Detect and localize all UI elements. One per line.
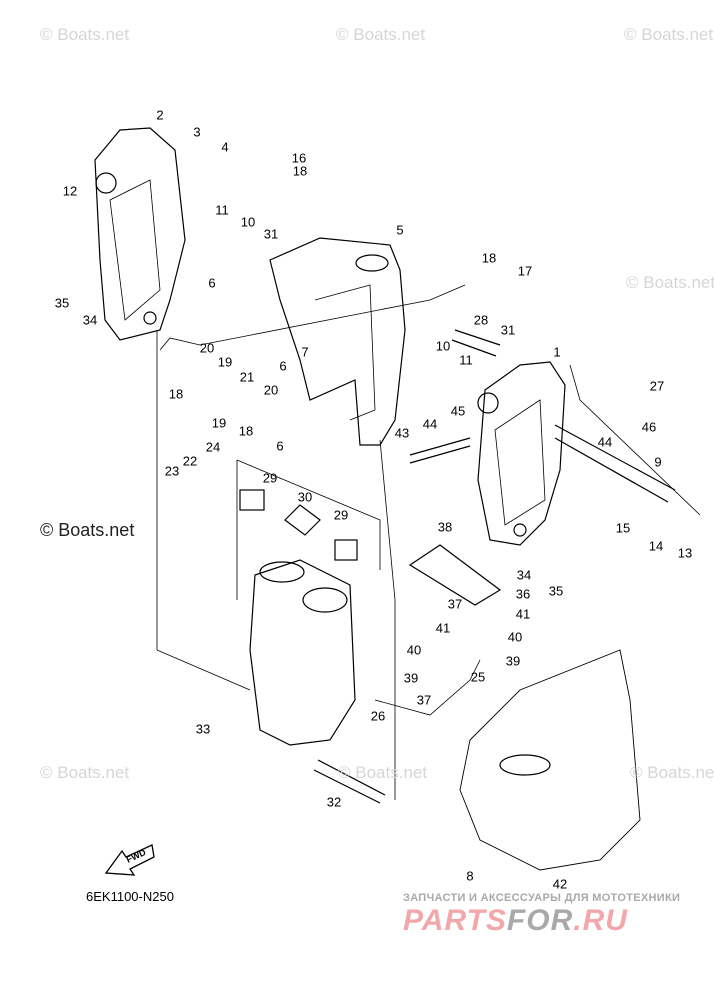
part-callout-18[interactable]: 18 [168,386,184,402]
part-callout-33[interactable]: 33 [195,721,211,737]
part-callout-27[interactable]: 27 [649,378,665,394]
part-callout-18[interactable]: 18 [481,250,497,266]
part-callout-44[interactable]: 44 [597,434,613,450]
part-callout-13[interactable]: 13 [677,545,693,561]
pin-28 [451,329,501,357]
part-callout-31[interactable]: 31 [500,322,516,338]
logo-text: .RU [573,904,628,937]
shaft-9 [554,424,676,503]
watermark: © Boats.net [40,520,135,540]
part-callout-6[interactable]: 6 [208,275,216,291]
watermark: © Boats.net [626,273,714,292]
part-callout-40[interactable]: 40 [507,629,523,645]
part-callout-37[interactable]: 37 [416,692,432,708]
part-callout-6[interactable]: 6 [276,438,284,454]
logo-text: FOR [506,904,574,937]
part-callout-10[interactable]: 10 [240,214,256,230]
part-callout-30[interactable]: 30 [297,489,313,505]
part-callout-4[interactable]: 4 [221,139,229,155]
part-callout-15[interactable]: 15 [615,520,631,536]
part-callout-28[interactable]: 28 [473,312,489,328]
watermark: © Boats.net [40,763,130,782]
part-callout-39[interactable]: 39 [505,653,521,669]
part-callout-26[interactable]: 26 [370,708,386,724]
part-callout-22[interactable]: 22 [182,453,198,469]
part-callout-7[interactable]: 7 [301,344,309,360]
part-callout-1[interactable]: 1 [553,344,561,360]
diagram-code: 6EK1100-N250 [86,889,174,904]
part-callout-21[interactable]: 21 [239,369,255,385]
part-callout-29[interactable]: 29 [333,507,349,523]
part-callout-44[interactable]: 44 [422,416,438,432]
part-callout-46[interactable]: 46 [641,419,657,435]
part-callout-42[interactable]: 42 [552,876,568,892]
watermark: © Boats.net [336,25,426,44]
swivel-bracket [269,237,406,446]
part-callout-6[interactable]: 6 [279,358,287,374]
part-callout-41[interactable]: 41 [435,620,451,636]
part-callout-5[interactable]: 5 [396,222,404,238]
plate-38 [408,544,502,606]
part-callout-23[interactable]: 23 [164,463,180,479]
part-callout-20[interactable]: 20 [199,340,215,356]
part-callout-25[interactable]: 25 [470,669,486,685]
lower-unit [459,649,641,871]
part-callout-3[interactable]: 3 [193,124,201,140]
part-callout-17[interactable]: 17 [517,263,533,279]
part-callout-16[interactable]: 16 [291,150,307,166]
part-callout-29[interactable]: 29 [262,470,278,486]
part-callout-38[interactable]: 38 [437,519,453,535]
bolt-43 [409,437,471,464]
part-callout-19[interactable]: 19 [211,415,227,431]
part-callout-40[interactable]: 40 [406,642,422,658]
watermark: © Boats.net [630,763,714,782]
brand-logo[interactable]: PARTSFOR.RU [403,904,628,938]
part-callout-2[interactable]: 2 [156,107,164,123]
part-callout-11[interactable]: 11 [459,352,473,368]
part-callout-19[interactable]: 19 [217,354,233,370]
clamp-bracket-left [94,127,186,341]
part-callout-45[interactable]: 45 [450,403,466,419]
part-callout-10[interactable]: 10 [435,338,451,354]
part-callout-35[interactable]: 35 [54,295,70,311]
part-callout-37[interactable]: 37 [447,596,463,612]
logo-text: PARTS [403,904,507,937]
fwd-arrow-icon: FWD [104,843,156,882]
part-callout-34[interactable]: 34 [82,312,98,328]
part-callout-36[interactable]: 36 [515,586,531,602]
part-callout-12[interactable]: 12 [62,183,78,199]
part-callout-39[interactable]: 39 [403,670,419,686]
part-callout-9[interactable]: 9 [654,454,662,470]
part-callout-18[interactable]: 18 [238,423,254,439]
pin-32 [313,759,386,804]
part-callout-14[interactable]: 14 [648,538,664,554]
clamp-bracket-right [477,361,566,546]
part-callout-31[interactable]: 31 [263,226,279,242]
part-callout-11[interactable]: 11 [215,202,229,218]
part-callout-18[interactable]: 18 [292,163,308,179]
power-trim-tilt-unit [249,559,356,746]
part-callout-8[interactable]: 8 [466,868,474,884]
part-callout-32[interactable]: 32 [326,794,342,810]
part-callout-35[interactable]: 35 [548,583,564,599]
part-callout-34[interactable]: 34 [516,567,532,583]
part-callout-43[interactable]: 43 [394,425,410,441]
watermark: © Boats.net [40,25,130,44]
part-callout-20[interactable]: 20 [263,382,279,398]
watermark: © Boats.net [338,763,428,782]
part-callout-24[interactable]: 24 [205,439,221,455]
part-callout-41[interactable]: 41 [515,606,531,622]
watermark: © Boats.net [624,25,714,44]
brand-tagline: ЗАПЧАСТИ И АКСЕССУАРЫ ДЛЯ МОТОТЕХНИКИ [403,892,681,904]
